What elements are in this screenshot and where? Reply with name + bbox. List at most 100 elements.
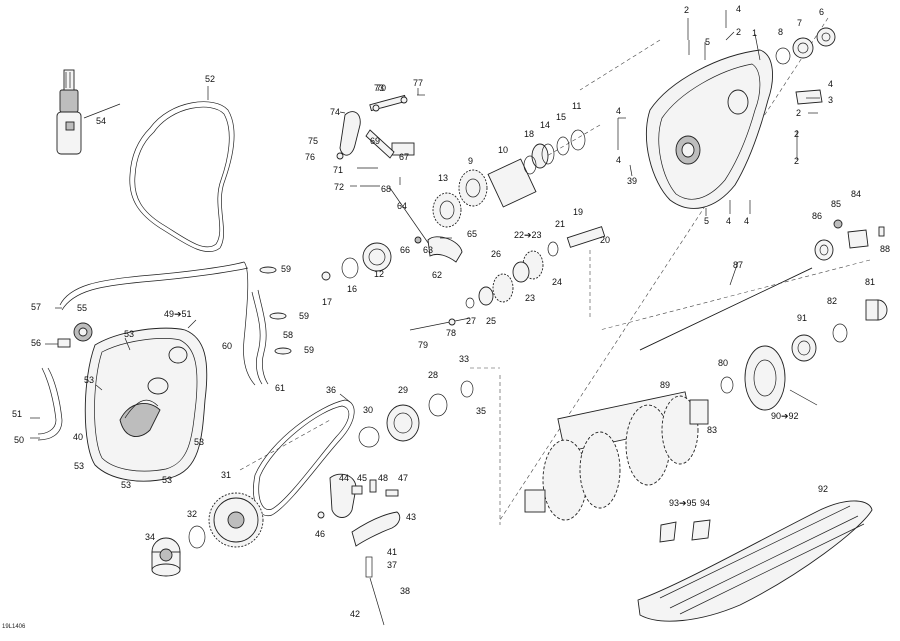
brake-disc-part [744,345,786,411]
callout-label: 93➔95 [669,498,697,508]
callout-label: 75 [308,136,318,146]
callout-label: 81 [865,277,875,287]
callout-label: 11 [572,101,581,111]
callout-label: 77 [413,78,423,88]
callout-label: 37 [387,560,397,570]
callout-label: 76 [305,152,315,162]
callout-label: 9 [468,156,473,166]
callout-label: 55 [77,303,87,313]
callout-label: 30 [363,405,373,415]
callout-label: 4 [744,216,749,226]
leader-lines [30,10,820,439]
track-guide-part [637,500,873,622]
callout-label: 27 [466,316,476,326]
callout-label: 25 [486,316,496,326]
callout-label: 4 [726,216,731,226]
callout-label: 31 [221,470,231,480]
callout-label: 53 [84,375,94,385]
callout-label: 65 [467,229,477,239]
callout-label: 12 [374,269,384,279]
callout-label: 10 [498,145,508,155]
callout-label: 73 [374,83,384,93]
callout-label: 16 [347,284,357,294]
callout-label: 91 [797,313,807,323]
callout-label: 20 [600,235,610,245]
callout-label: 43 [406,512,416,522]
bearing-34-part [151,537,181,577]
track-drive-axle-part [524,391,709,521]
callout-label: 38 [400,586,410,596]
callout-label: 60 [222,341,232,351]
callout-label: 69 [370,136,380,146]
callout-label: 34 [145,532,155,542]
callout-label: 61 [275,383,285,393]
callout-label: 28 [428,370,438,380]
callout-label: 22➔23 [514,230,542,240]
callout-label: 71 [333,165,343,175]
lower-shaft-gears [409,226,606,331]
callout-label: 6 [819,7,824,17]
assembly-guide-lines [239,17,871,525]
callout-label: 26 [491,249,501,259]
callout-label: 85 [831,199,841,209]
callout-label: 2 [796,108,801,118]
callout-label: 56 [31,338,41,348]
callout-label: 54 [96,116,106,126]
chaincase-cover-part [84,327,208,482]
drive-chain-part [253,399,355,517]
callout-label: 52 [205,74,215,84]
callout-label: 5 [705,37,710,47]
callout-label: 2 [794,156,799,166]
callout-label: 53 [121,480,131,490]
chain-tensioner-part [317,473,401,626]
callout-label: 63 [423,245,433,255]
callout-label: 14 [540,120,550,130]
diagram-reference-code: 19L1406 [2,624,26,630]
callout-label: 83 [707,425,717,435]
callout-label: 84 [851,189,861,199]
callout-label: 2 [794,129,799,139]
callout-label: 8 [778,27,783,37]
gearbox-housing-part [645,49,823,209]
callout-label: 79 [418,340,428,350]
callout-label: 86 [812,211,822,221]
callout-label: 24 [552,277,562,287]
callout-label: 18 [524,129,534,139]
callout-label: 13 [438,173,448,183]
callout-label: 23 [525,293,535,303]
callout-label: 48 [378,473,388,483]
callout-label: 64 [397,201,407,211]
callout-label: 90➔92 [771,411,799,421]
callout-label: 45 [357,473,367,483]
breather-tube-part [37,367,63,441]
callout-label: 36 [326,385,336,395]
callout-label: 32 [187,509,197,519]
callout-label: 59 [281,264,291,274]
callout-label: 62 [432,270,442,280]
callout-label: 44 [339,473,349,483]
callout-label: 51 [12,409,22,419]
lower-sprocket-part [208,492,264,548]
callout-label: 15 [556,112,566,122]
callout-label: 7 [797,18,802,28]
callout-label: 29 [398,385,408,395]
callout-label: 66 [400,245,410,255]
callout-label: 2 [684,5,689,15]
callout-label: 49➔51 [164,309,192,319]
callout-label: 53 [124,329,134,339]
callout-label: 53 [162,475,172,485]
callout-label: 72 [334,182,344,192]
upper-shaft-gears [321,129,586,281]
callout-label: 35 [476,406,486,416]
callout-label: 53 [74,461,84,471]
callout-label: 88 [880,244,890,254]
callout-label: 5 [704,216,709,226]
chaincase-gasket-part [129,101,235,253]
callout-label: 68 [381,184,391,194]
callout-label: 17 [322,297,332,307]
callout-label: 59 [299,311,309,321]
callout-label: 59 [304,345,314,355]
callout-label: 57 [31,302,41,312]
